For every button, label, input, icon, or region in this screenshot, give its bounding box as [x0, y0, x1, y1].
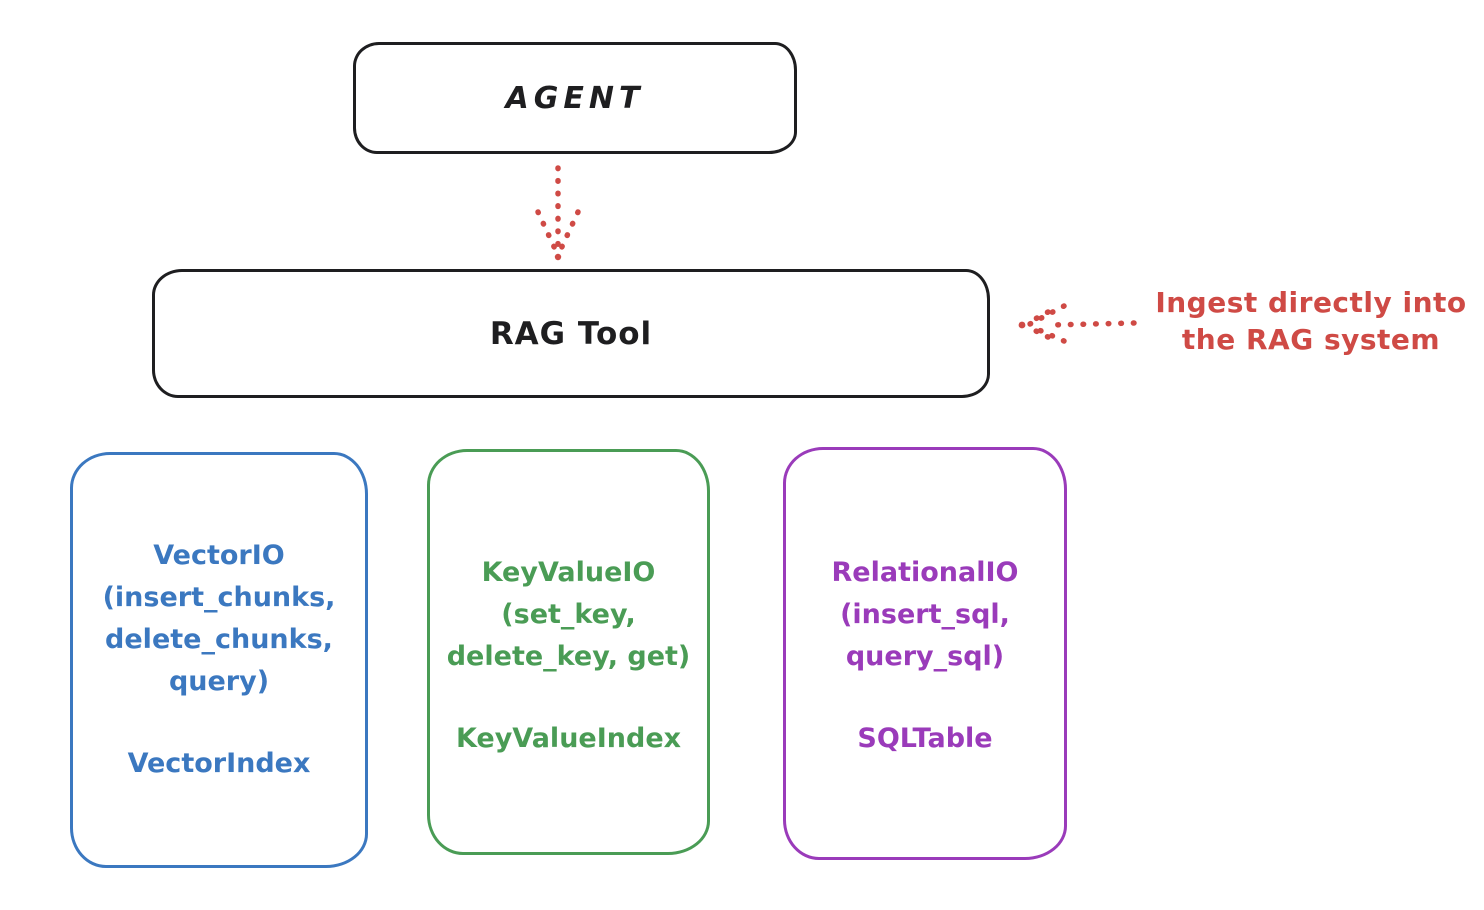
- keyvalueio-node: KeyValueIO (set_key, delete_key, get) Ke…: [427, 449, 710, 855]
- keyvalueio-line-1: KeyValueIO: [481, 557, 656, 588]
- vectorio-line-3: delete_chunks,: [105, 624, 333, 655]
- relationalio-line-2: (insert_sql,: [840, 599, 1010, 630]
- keyvalueio-index-label: KeyValueIndex: [455, 723, 682, 754]
- vectorio-node: VectorIO (insert_chunks, delete_chunks, …: [70, 452, 368, 868]
- vectorio-index-label: VectorIndex: [127, 748, 311, 779]
- agent-label: AGENT: [505, 80, 645, 116]
- rag-tool-label: RAG Tool: [489, 315, 653, 352]
- relationalio-line-1: RelationalIO: [831, 557, 1019, 588]
- ingest-annotation-line2: the RAG system: [1181, 323, 1441, 356]
- vectorio-line-2: (insert_chunks,: [102, 582, 336, 613]
- keyvalueio-line-2: (set_key,: [501, 599, 636, 630]
- ingest-annotation-line1: Ingest directly into: [1155, 286, 1467, 319]
- relationalio-line-3: query_sql): [845, 641, 1005, 672]
- vectorio-line-1: VectorIO: [153, 540, 285, 571]
- vectorio-line-4: query): [168, 666, 270, 697]
- rag-tool-node: RAG Tool: [152, 269, 990, 398]
- agent-to-ragtool-dotted-arrow: [535, 165, 581, 261]
- ingest-annotation: Ingest directly into the RAG system: [1138, 284, 1484, 358]
- annotation-to-ragtool-dotted-arrow: [1018, 303, 1137, 344]
- keyvalueio-line-3: delete_key, get): [446, 641, 691, 672]
- relationalio-node: RelationalIO (insert_sql, query_sql) SQL…: [783, 447, 1067, 860]
- relationalio-index-label: SQLTable: [857, 723, 993, 754]
- agent-node: AGENT: [353, 42, 797, 154]
